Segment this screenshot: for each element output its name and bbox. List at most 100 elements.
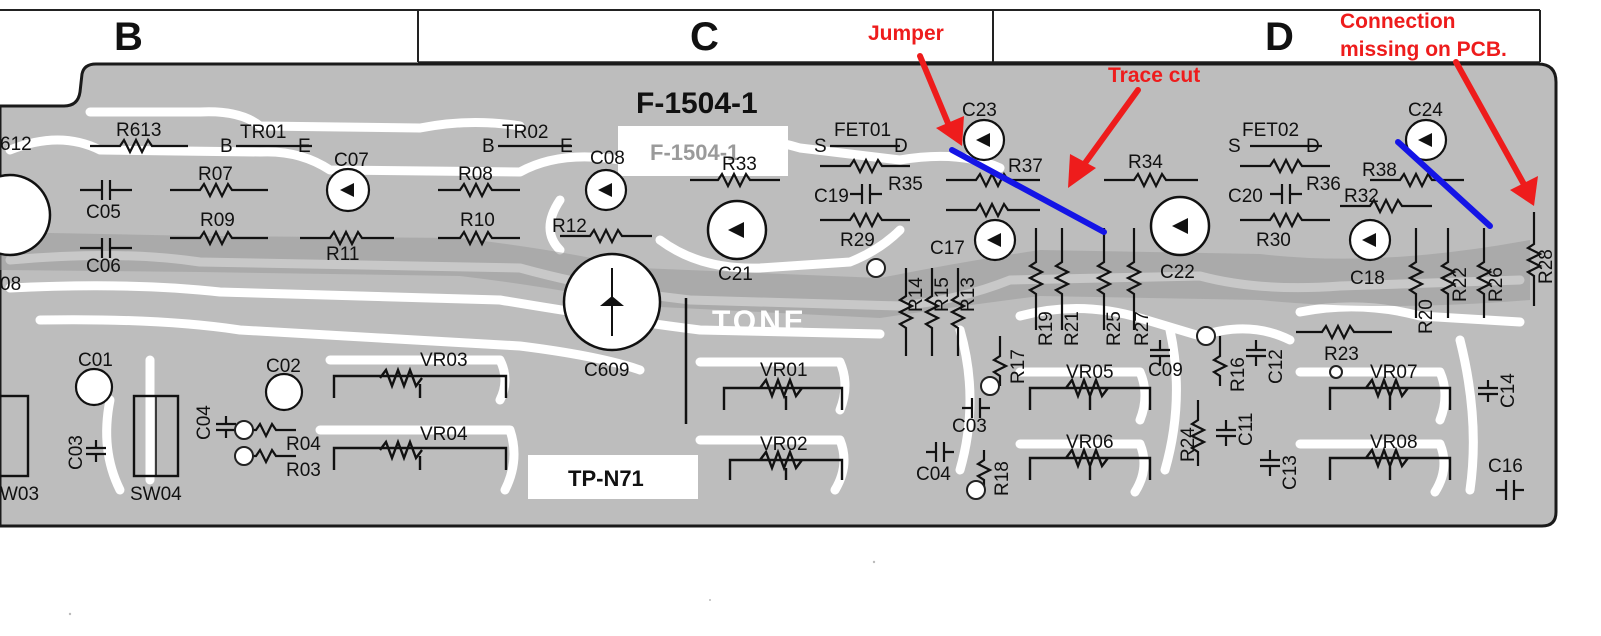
label-612: 612 [0,134,32,155]
speck [872,560,876,564]
label-r24: R24 [1178,427,1199,462]
film-capacitors [80,180,1524,500]
header-frame [0,9,1541,63]
label-fet02-pin-s: S [1228,136,1241,157]
jumper-wire-line-right [1395,139,1493,229]
label-tr01-pin-b: B [220,136,233,157]
label-c03: C03 [66,435,87,470]
switch-w03-body [0,394,30,478]
label-r16: R16 [1228,357,1249,392]
board-name-ghost-area [618,126,788,176]
label-r32: R32 [1344,186,1379,207]
label-c10: C04 [916,464,951,485]
label-r14: R14 [906,277,927,312]
speck [709,599,711,601]
label-r38: R38 [1362,160,1397,181]
label-08: 08 [0,274,21,295]
potentiometer-outlines [332,366,1452,480]
label-fet01-pin-d: D [894,136,908,157]
label-fet02-pin-d: D [1306,136,1320,157]
label-r22: R22 [1450,267,1471,302]
label-r21: R21 [1062,311,1083,346]
label-c21: C21 [718,264,753,285]
label-r36: R36 [1306,174,1341,195]
tp-label-area [528,455,698,499]
label-r37: R37 [1008,156,1043,177]
column-header-b: B [114,15,143,59]
tp-label: TP-N71 [568,466,644,491]
label-r07: R07 [198,164,233,185]
label-c609: C609 [584,360,629,381]
label-c16: C16 [1488,456,1523,477]
label-c01: C01 [78,350,113,371]
label-c14: C13 [1280,455,1301,490]
label-vr03: VR03 [420,350,468,371]
label-r23: R23 [1324,344,1359,365]
label-c06: C06 [86,256,121,277]
capacitor-c21-body [706,199,768,261]
label-tr02: TR02 [502,122,548,143]
label-r03: R03 [286,460,321,481]
label-c09: C03 [952,416,987,437]
label-r09: R09 [200,210,235,231]
jumper-wire-line [949,147,1107,235]
label-r08: R08 [458,164,493,185]
component-labels: 612 R613 TR01 B E R07 C07 C05 R09 C06 08… [0,100,1557,505]
label-fet02: FET02 [1242,120,1299,141]
label-c13: C12 [1266,349,1287,384]
label-r11: R11 [326,244,359,265]
label-sw04: SW04 [130,484,182,505]
label-tr01: TR01 [240,122,286,143]
label-r20: R20 [1416,299,1437,334]
capacitor-left-large-body [0,173,52,257]
label-vr05: VR05 [1066,362,1114,383]
annotation-arrows [917,53,1538,206]
label-vr06: VR06 [1066,432,1114,453]
column-header-d: D [1265,15,1294,59]
label-c20: C20 [1228,186,1263,207]
label-tr02-pin-e: E [560,136,573,157]
label-r29: R29 [840,230,875,251]
label-r10: R10 [460,210,495,231]
capacitor-c22-body [1149,195,1211,257]
label-vr04: VR04 [420,424,468,445]
label-c15: C14 [1498,373,1519,408]
label-c18: C18 [1350,268,1385,289]
label-c02: C02 [266,356,301,377]
label-r15: R15 [932,277,953,312]
label-r28: R28 [1536,249,1557,284]
label-c07: C07 [334,150,369,171]
label-r19: R19 [1036,311,1057,346]
label-r613: R613 [116,120,161,141]
label-w03: W03 [0,484,39,505]
label-r12: R12 [552,216,587,237]
label-c12: C11 [1236,413,1257,446]
label-vr08: VR08 [1370,432,1418,453]
tone-label: TONE [712,305,807,338]
label-r04: R04 [286,434,321,455]
annotation-trace-cut: Trace cut [1108,64,1200,87]
speck [68,612,72,616]
label-r13: R13 [958,277,979,312]
board-name: F-1504-1 [636,87,758,120]
annotation-connection-missing-line1: Connection [1340,10,1456,33]
label-r25: R25 [1104,311,1125,346]
electrolytic-small-caps [74,118,1448,412]
ground-pour [0,232,1530,318]
label-c17: C17 [930,238,965,259]
solder-pads [234,258,1343,500]
label-vr02: VR02 [760,434,808,455]
label-c19: C19 [814,186,849,207]
resistor-symbols [90,137,1543,490]
label-tr01-pin-e: E [298,136,311,157]
board-name-ghost: F-1504-1 [650,140,739,165]
annotation-jumper: Jumper [868,22,944,45]
label-c11: C09 [1148,360,1183,381]
switch-sw04-body [132,394,180,478]
label-c23: C23 [962,100,997,121]
label-r33: R33 [722,154,757,175]
label-c08: C08 [590,148,625,169]
label-fet01-pin-s: S [814,136,827,157]
label-r26: R26 [1486,267,1507,302]
